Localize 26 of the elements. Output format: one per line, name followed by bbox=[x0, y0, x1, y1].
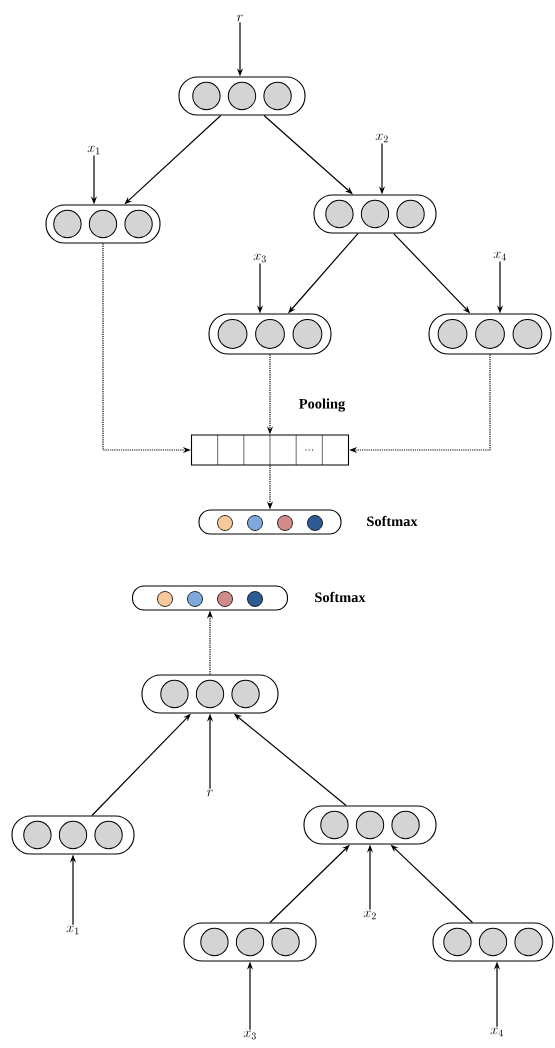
input-label: $x_1$ bbox=[66, 925, 79, 935]
neuron-layer bbox=[303, 805, 437, 845]
input-label: $x_2$ bbox=[363, 910, 376, 920]
neuron-layer bbox=[313, 194, 437, 234]
input-label: $x_3$ bbox=[243, 1030, 256, 1040]
input-label: $x_4$ bbox=[493, 251, 506, 261]
neuron-layer bbox=[198, 509, 342, 535]
neuron-layer bbox=[183, 922, 317, 962]
layer-label: Softmax bbox=[367, 515, 418, 527]
neuron-layer bbox=[45, 204, 161, 244]
neuron-layer bbox=[131, 585, 289, 611]
neuron-layer bbox=[141, 674, 279, 714]
neuron-layer bbox=[178, 76, 306, 116]
neuron-layer bbox=[432, 922, 554, 962]
layer-label: Softmax bbox=[315, 591, 366, 603]
neuron-layer bbox=[11, 815, 135, 855]
input-label: $r$ bbox=[207, 789, 213, 797]
neuron-layer bbox=[428, 313, 552, 355]
neuron-layer bbox=[208, 313, 332, 355]
pooling-vector: … bbox=[190, 434, 350, 466]
input-label: $x_3$ bbox=[253, 253, 266, 263]
input-label: $x_4$ bbox=[490, 1027, 503, 1037]
input-label: $x_1$ bbox=[87, 145, 100, 155]
layer-label: Pooling bbox=[299, 398, 346, 412]
input-label: $x_2$ bbox=[375, 133, 388, 143]
input-label: $r$ bbox=[237, 14, 243, 22]
